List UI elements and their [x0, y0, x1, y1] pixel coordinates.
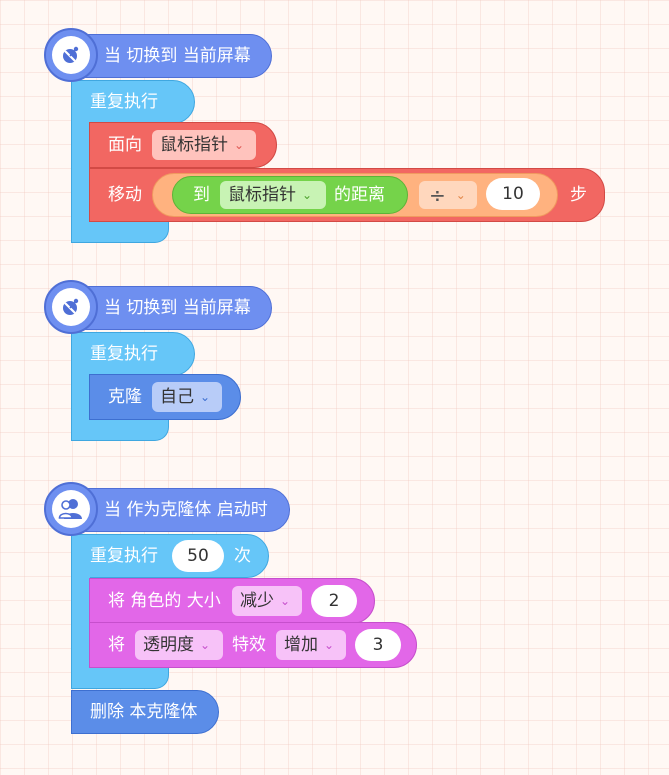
effect-value-input[interactable]: 3	[355, 629, 401, 661]
distance-to-reporter[interactable]: 到 鼠标指针 ⌄ 的距离	[172, 176, 408, 214]
move-label: 移动	[108, 185, 142, 205]
face-target-value: 鼠标指针	[160, 135, 228, 155]
repeat-label: 重复执行	[90, 546, 158, 566]
effect-mode-dropdown[interactable]: 增加 ⌄	[276, 630, 346, 660]
repeat-forever-block[interactable]: 重复执行	[71, 332, 195, 376]
face-label: 面向	[108, 135, 142, 155]
repeat-arm	[71, 574, 90, 670]
delete-label: 删除 本克隆体	[90, 702, 198, 722]
chevron-down-icon: ⌄	[302, 188, 313, 202]
size-label: 将 角色的 大小	[108, 591, 221, 611]
operator-value: ÷	[429, 183, 446, 207]
when-screen-switched-hat[interactable]: 当 切换到 当前屏幕	[70, 34, 272, 78]
divisor-input[interactable]: 10	[486, 178, 540, 210]
chevron-down-icon: ⌄	[200, 638, 211, 652]
change-effect-block[interactable]: 将 透明度 ⌄ 特效 增加 ⌄ 3	[89, 622, 417, 668]
repeat-count-input[interactable]: 50	[172, 540, 224, 572]
size-mode-dropdown[interactable]: 减少 ⌄	[232, 586, 302, 616]
clone-target-dropdown[interactable]: 自己 ⌄	[152, 382, 222, 412]
set-label: 将	[108, 635, 125, 655]
hat-label: 当 切换到 当前屏幕	[104, 298, 251, 318]
satellite-dish-icon	[44, 28, 98, 82]
chevron-down-icon: ⌄	[200, 390, 211, 404]
distance-target-dropdown[interactable]: 鼠标指针 ⌄	[220, 181, 326, 209]
repeat-suffix: 次	[234, 546, 251, 566]
distance-suffix: 的距离	[334, 185, 385, 205]
repeat-forever-block[interactable]: 重复执行	[71, 80, 195, 124]
divide-operator-reporter[interactable]: 到 鼠标指针 ⌄ 的距离 ÷ ⌄ 10	[152, 173, 558, 217]
clone-target-value: 自己	[160, 387, 194, 407]
delete-clone-block[interactable]: 删除 本克隆体	[71, 690, 219, 734]
clone-block[interactable]: 克隆 自己 ⌄	[89, 374, 241, 420]
effect-label: 特效	[232, 635, 266, 655]
repeat-label: 重复执行	[90, 344, 158, 364]
hat-label: 当 切换到 当前屏幕	[104, 46, 251, 66]
repeat-foot	[71, 420, 169, 441]
face-towards-block[interactable]: 面向 鼠标指针 ⌄	[89, 122, 277, 168]
satellite-dish-icon	[44, 280, 98, 334]
effect-name-value: 透明度	[143, 635, 194, 655]
repeat-foot	[71, 666, 169, 689]
size-value-input[interactable]: 2	[311, 585, 357, 617]
chevron-down-icon: ⌄	[280, 594, 291, 608]
to-label: 到	[193, 185, 210, 205]
repeat-label: 重复执行	[90, 92, 158, 112]
steps-label: 步	[570, 185, 587, 205]
effect-mode-value: 增加	[284, 635, 318, 655]
chevron-down-icon: ⌄	[324, 638, 335, 652]
repeat-foot	[71, 222, 169, 243]
hat-label: 当 作为克隆体 启动时	[104, 500, 268, 520]
effect-name-dropdown[interactable]: 透明度 ⌄	[135, 630, 223, 660]
when-screen-switched-hat[interactable]: 当 切换到 当前屏幕	[70, 286, 272, 330]
when-started-as-clone-hat[interactable]: 当 作为克隆体 启动时	[70, 488, 290, 532]
people-icon	[44, 482, 98, 536]
chevron-down-icon: ⌄	[234, 138, 245, 152]
distance-target-value: 鼠标指针	[228, 185, 296, 205]
repeat-count-block[interactable]: 重复执行 50 次	[71, 534, 269, 578]
change-size-block[interactable]: 将 角色的 大小 减少 ⌄ 2	[89, 578, 375, 624]
clone-label: 克隆	[108, 387, 142, 407]
move-steps-block[interactable]: 移动 到 鼠标指针 ⌄ 的距离 ÷ ⌄ 10 步	[89, 168, 605, 222]
repeat-arm	[71, 372, 90, 424]
operator-dropdown[interactable]: ÷ ⌄	[419, 181, 477, 209]
repeat-arm	[71, 120, 90, 224]
size-mode-value: 减少	[240, 591, 274, 611]
face-target-dropdown[interactable]: 鼠标指针 ⌄	[152, 130, 256, 160]
chevron-down-icon: ⌄	[455, 188, 466, 202]
